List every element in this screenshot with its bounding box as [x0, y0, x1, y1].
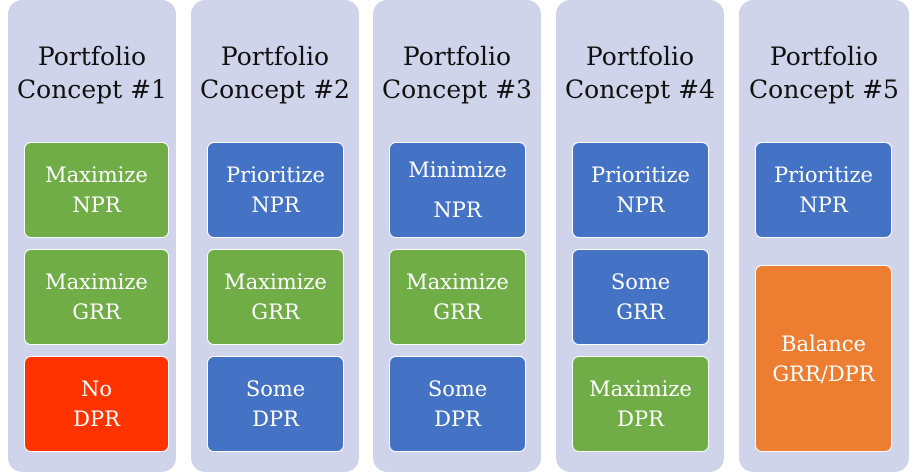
- goal-box-line1: Some: [245, 377, 306, 401]
- goal-box-line2: GRR: [72, 300, 121, 324]
- goal-box-no-dpr: No DPR: [24, 356, 169, 452]
- concept-title-line2: Concept #5: [749, 75, 899, 104]
- concept-title: Portfolio Concept #1: [8, 40, 176, 106]
- concept-title-line2: Concept #3: [382, 75, 532, 104]
- goal-box-line1: Maximize: [589, 377, 692, 401]
- goal-box-line2: NPR: [251, 193, 300, 217]
- concept-title-line1: Portfolio: [402, 42, 512, 71]
- goal-box-line2: GRR: [433, 300, 482, 324]
- goal-box-some-dpr: Some DPR: [389, 356, 526, 452]
- concept-column-2: Portfolio Concept #2 Prioritize NPR Maxi…: [191, 0, 359, 472]
- goal-box-line2: DPR: [434, 407, 481, 431]
- goal-box-line2: DPR: [617, 407, 664, 431]
- concept-column-3: Portfolio Concept #3 Minimize NPR Maximi…: [373, 0, 541, 472]
- goal-box-prioritize-npr: Prioritize NPR: [755, 142, 892, 238]
- goal-box-line1: Maximize: [45, 163, 148, 187]
- concept-title: Portfolio Concept #3: [373, 40, 541, 106]
- concept-title-line1: Portfolio: [585, 42, 695, 71]
- goal-box-line1: No: [80, 377, 113, 401]
- concept-title-line1: Portfolio: [769, 42, 879, 71]
- concept-column-4: Portfolio Concept #4 Prioritize NPR Some…: [556, 0, 724, 472]
- goal-box-line2: GRR/DPR: [772, 361, 875, 386]
- goal-box-line1: Balance: [781, 331, 866, 356]
- goal-box-maximize-dpr: Maximize DPR: [572, 356, 709, 452]
- concept-title-line1: Portfolio: [220, 42, 330, 71]
- goal-box-line1: Some: [427, 377, 488, 401]
- goal-box-line1: Prioritize: [591, 163, 690, 187]
- goal-box-some-dpr: Some DPR: [207, 356, 344, 452]
- concept-title-line1: Portfolio: [37, 42, 147, 71]
- concept-title: Portfolio Concept #4: [556, 40, 724, 106]
- concept-title-line2: Concept #2: [200, 75, 350, 104]
- goal-box-line2: GRR: [616, 300, 665, 324]
- goal-box-balance-grr-dpr: Balance GRR/DPR: [755, 265, 892, 452]
- goal-box-line2: NPR: [433, 198, 482, 222]
- concept-title: Portfolio Concept #2: [191, 40, 359, 106]
- goal-box-line1: Some: [610, 270, 671, 294]
- goal-box-line2: DPR: [73, 407, 120, 431]
- concept-title-line2: Concept #4: [565, 75, 715, 104]
- concept-title: Portfolio Concept #5: [739, 40, 909, 106]
- goal-box-line1: Maximize: [45, 270, 148, 294]
- concept-title-line2: Concept #1: [17, 75, 167, 104]
- concept-column-5: Portfolio Concept #5 Prioritize NPR Bala…: [739, 0, 909, 472]
- goal-box-line2: NPR: [799, 193, 848, 217]
- goal-box-line2: NPR: [616, 193, 665, 217]
- goal-box-line1: Prioritize: [774, 163, 873, 187]
- goal-box-line2: DPR: [252, 407, 299, 431]
- goal-box-line1: Maximize: [224, 270, 327, 294]
- concept-column-1: Portfolio Concept #1 Maximize NPR Maximi…: [8, 0, 176, 472]
- goal-box-minimize-npr: Minimize NPR: [389, 142, 526, 238]
- goal-box-maximize-grr: Maximize GRR: [207, 249, 344, 345]
- goal-box-some-grr: Some GRR: [572, 249, 709, 345]
- goal-box-maximize-grr: Maximize GRR: [24, 249, 169, 345]
- goal-box-line1: Minimize: [408, 158, 507, 182]
- goal-box-line2: GRR: [251, 300, 300, 324]
- goal-box-maximize-npr: Maximize NPR: [24, 142, 169, 238]
- goal-box-prioritize-npr: Prioritize NPR: [207, 142, 344, 238]
- goal-box-prioritize-npr: Prioritize NPR: [572, 142, 709, 238]
- goal-box-line1: Prioritize: [226, 163, 325, 187]
- goal-box-maximize-grr: Maximize GRR: [389, 249, 526, 345]
- goal-box-line1: Maximize: [406, 270, 509, 294]
- goal-box-line2: NPR: [72, 193, 121, 217]
